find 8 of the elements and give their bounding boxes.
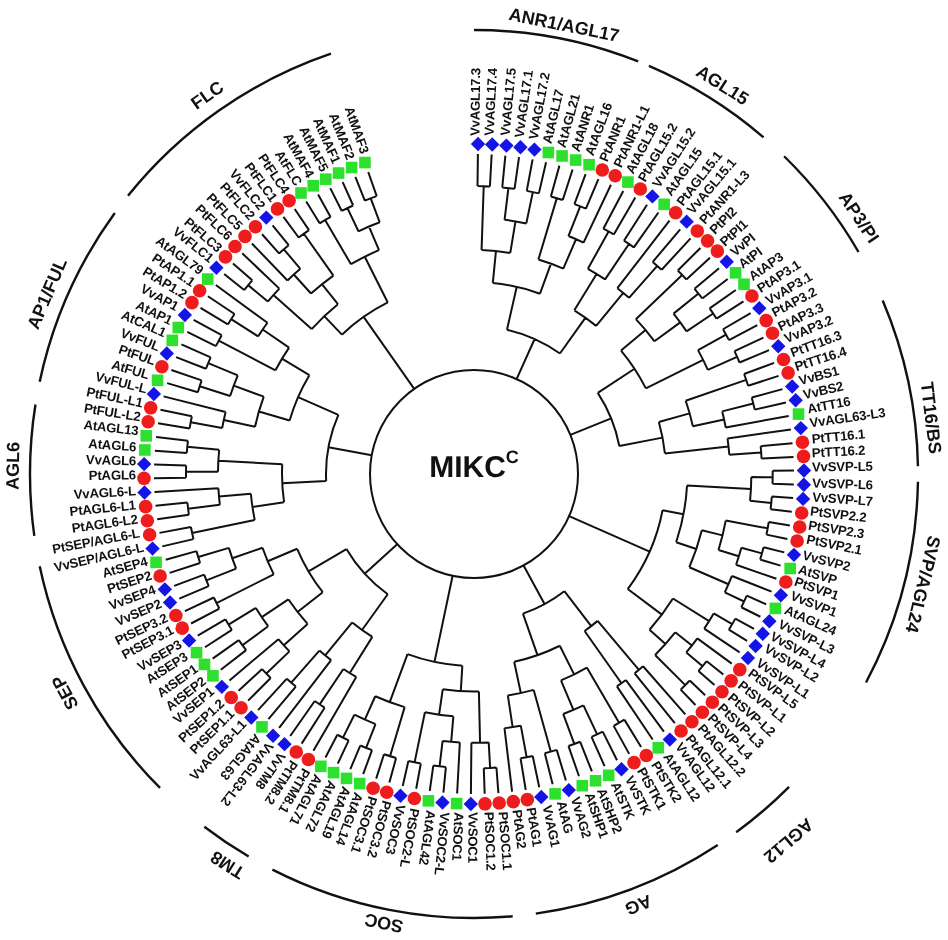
- clade-label: AG: [623, 890, 655, 917]
- clade-label: FLC: [187, 79, 227, 115]
- clade-label: SEP: [50, 672, 84, 713]
- clade-label: AGL6: [4, 441, 24, 491]
- clade-label: TM8: [207, 847, 248, 882]
- clade-label: TT16/BS: [917, 381, 944, 455]
- group-label: MIKC$^{C}$: [429, 453, 519, 483]
- clade-label: SOC: [362, 910, 405, 936]
